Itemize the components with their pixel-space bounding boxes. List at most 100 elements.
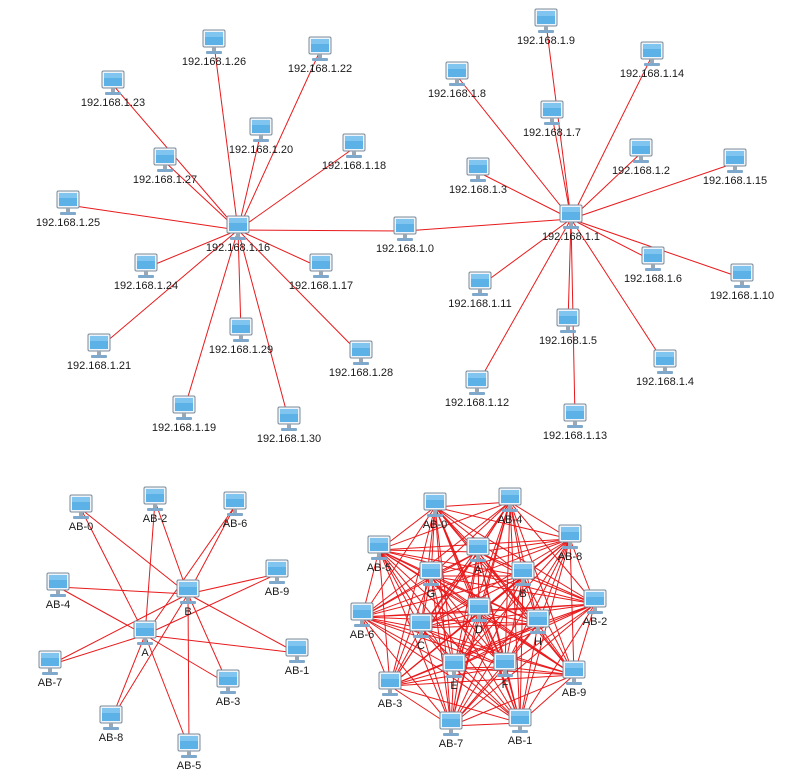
node-ab-6[interactable]: AB-6 (350, 602, 374, 641)
node-label: 192.168.1.2 (612, 165, 670, 177)
computer-monitor-icon (87, 333, 111, 358)
node-label: AB-1 (508, 735, 532, 747)
computer-monitor-icon (285, 638, 309, 663)
edge-g-to-ab-7 (430, 575, 452, 727)
node-192-168-1-16[interactable]: 192.168.1.16 (206, 215, 270, 254)
node-192-168-1-27[interactable]: 192.168.1.27 (133, 147, 197, 186)
computer-monitor-icon (202, 29, 226, 54)
node-192-168-1-23[interactable]: 192.168.1.23 (81, 70, 145, 109)
edge-b-to-ab-1 (187, 593, 298, 654)
node-ab-2[interactable]: AB-2 (583, 589, 607, 628)
node-ab-1[interactable]: AB-1 (285, 638, 309, 677)
node-192-168-1-15[interactable]: 192.168.1.15 (703, 148, 767, 187)
edge-ab-5-to-a (378, 549, 479, 553)
edge-ab-8-to-ab-6 (361, 538, 571, 618)
computer-monitor-icon (442, 653, 466, 678)
node-192-168-1-22[interactable]: 192.168.1.22 (288, 36, 352, 75)
node-h[interactable]: H (526, 609, 550, 648)
node-192-168-1-11[interactable]: 192.168.1.11 (448, 271, 512, 310)
node-192-168-1-28[interactable]: 192.168.1.28 (329, 340, 393, 379)
node-192-168-1-4[interactable]: 192.168.1.4 (636, 349, 694, 388)
edge-h-to-ab-1 (519, 623, 539, 724)
edge-a-to-ab-7 (49, 634, 146, 666)
edge-192-168-1-1-to-192-168-1-8 (456, 75, 572, 220)
node-g[interactable]: G (419, 561, 443, 600)
edge-192-168-1-1-to-192-168-1-3 (477, 171, 572, 220)
node-label: AB-9 (265, 586, 289, 598)
node-192-168-1-0[interactable]: 192.168.1.0 (376, 216, 434, 255)
node-ab-2[interactable]: AB-2 (143, 486, 167, 525)
edge-c-to-h (420, 623, 539, 629)
node-b[interactable]: B (511, 561, 535, 600)
edge-192-168-1-0-to-192-168-1-1 (404, 218, 572, 232)
edge-g-to-ab-1 (430, 575, 521, 724)
edge-ab-5-to-b (378, 549, 524, 577)
node-192-168-1-12[interactable]: 192.168.1.12 (445, 370, 509, 409)
edge-ab-0-to-ab-4 (434, 501, 511, 508)
edge-ab-8-to-a (477, 538, 571, 553)
node-ab-4[interactable]: AB-4 (46, 572, 70, 611)
node-label: B (184, 606, 191, 618)
node-ab-5[interactable]: AB-5 (367, 535, 391, 574)
node-ab-9[interactable]: AB-9 (265, 559, 289, 598)
node-a[interactable]: A (466, 537, 490, 576)
edge-ab-4-to-ab-1 (509, 501, 521, 724)
node-192-168-1-18[interactable]: 192.168.1.18 (322, 133, 386, 172)
edge-b-to-ab-1 (519, 575, 524, 724)
edge-ab-0-to-h (434, 506, 539, 625)
node-192-168-1-9[interactable]: 192.168.1.9 (517, 8, 575, 47)
node-192-168-1-29[interactable]: 192.168.1.29 (209, 317, 273, 356)
node-ab-7[interactable]: AB-7 (439, 711, 463, 750)
node-ab-4[interactable]: AB-4 (498, 487, 522, 526)
node-192-168-1-7[interactable]: 192.168.1.7 (523, 100, 581, 139)
node-192-168-1-17[interactable]: 192.168.1.17 (289, 253, 353, 292)
node-ab-3[interactable]: AB-3 (216, 669, 240, 708)
node-192-168-1-3[interactable]: 192.168.1.3 (449, 157, 507, 196)
computer-monitor-icon (629, 138, 653, 163)
node-label: 192.168.1.1 (542, 231, 600, 243)
node-a[interactable]: A (133, 620, 157, 659)
computer-monitor-icon (393, 216, 417, 241)
node-e[interactable]: E (442, 653, 466, 692)
node-ab-0[interactable]: AB-0 (69, 494, 93, 533)
node-ab-7[interactable]: AB-7 (38, 650, 62, 689)
node-192-168-1-10[interactable]: 192.168.1.10 (710, 263, 774, 302)
node-192-168-1-8[interactable]: 192.168.1.8 (428, 61, 486, 100)
node-192-168-1-13[interactable]: 192.168.1.13 (543, 403, 607, 442)
node-ab-0[interactable]: AB-0 (423, 492, 447, 531)
computer-monitor-icon (349, 340, 373, 365)
computer-monitor-icon (498, 487, 522, 512)
node-ab-9[interactable]: AB-9 (562, 660, 586, 699)
edge-d-to-ab-9 (478, 611, 575, 676)
node-192-168-1-30[interactable]: 192.168.1.30 (257, 406, 321, 445)
node-f[interactable]: F (493, 652, 517, 691)
node-192-168-1-2[interactable]: 192.168.1.2 (612, 138, 670, 177)
node-192-168-1-21[interactable]: 192.168.1.21 (67, 333, 131, 372)
node-192-168-1-6[interactable]: 192.168.1.6 (624, 246, 682, 285)
node-192-168-1-19[interactable]: 192.168.1.19 (152, 395, 216, 434)
edge-c-to-ab-9 (420, 627, 575, 676)
node-ab-8[interactable]: AB-8 (558, 524, 582, 563)
node-ab-6[interactable]: AB-6 (223, 491, 247, 530)
computer-monitor-icon (367, 535, 391, 560)
node-192-168-1-20[interactable]: 192.168.1.20 (229, 117, 293, 156)
edge-ab-4-to-c (420, 501, 511, 629)
node-label: 192.168.1.19 (152, 422, 216, 434)
node-ab-3[interactable]: AB-3 (378, 671, 402, 710)
node-192-168-1-24[interactable]: 192.168.1.24 (114, 253, 178, 292)
node-ab-5[interactable]: AB-5 (177, 733, 201, 772)
node-192-168-1-5[interactable]: 192.168.1.5 (539, 308, 597, 347)
edge-a-to-ab-1 (144, 634, 298, 654)
node-192-168-1-14[interactable]: 192.168.1.14 (620, 41, 684, 80)
node-c[interactable]: C (409, 613, 433, 652)
node-ab-8[interactable]: AB-8 (99, 705, 123, 744)
node-d[interactable]: D (467, 597, 491, 636)
computer-monitor-icon (439, 711, 463, 736)
node-192-168-1-1[interactable]: 192.168.1.1 (542, 204, 600, 243)
node-b[interactable]: B (176, 579, 200, 618)
node-192-168-1-25[interactable]: 192.168.1.25 (36, 190, 100, 229)
node-192-168-1-26[interactable]: 192.168.1.26 (182, 29, 246, 68)
edge-b-to-ab-6 (361, 575, 524, 618)
node-ab-1[interactable]: AB-1 (508, 708, 532, 747)
edge-a-to-ab-6 (361, 551, 479, 618)
